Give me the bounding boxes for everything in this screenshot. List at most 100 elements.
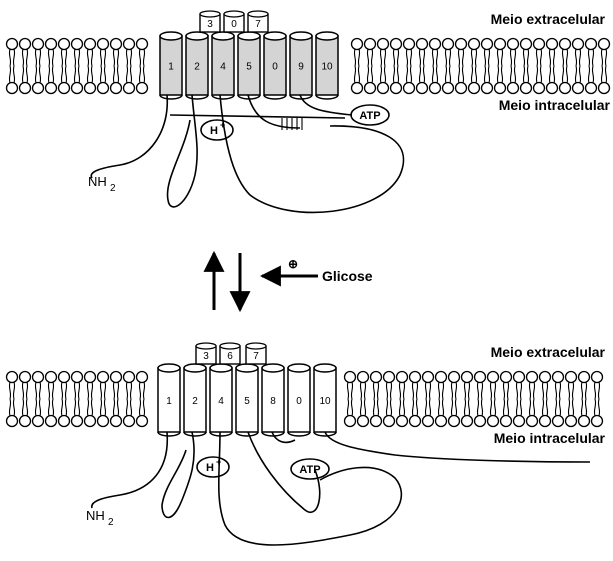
atp-label-top: ATP xyxy=(359,110,380,122)
membrane-bottom-lipid xyxy=(397,372,408,427)
membrane-top-lipid xyxy=(430,39,441,94)
membrane-top-lipid xyxy=(378,39,389,94)
membrane-bottom-lipid xyxy=(384,372,395,427)
membrane-bottom-lipid xyxy=(566,372,577,427)
membrane-bottom-lipid xyxy=(514,372,525,427)
intracellular-label-top: Meio intracelular xyxy=(499,97,611,113)
membrane-top-lipid xyxy=(456,39,467,94)
membrane-bottom-lipid xyxy=(579,372,590,427)
membrane-top-lipid xyxy=(72,39,83,94)
membrane-bottom-lipid xyxy=(7,372,18,427)
h-label-top: H xyxy=(210,125,218,137)
membrane-top-lipid xyxy=(586,39,597,94)
helix-top-number: 4 xyxy=(220,62,226,73)
helices-top: 1 2 4 5 0 9 10 xyxy=(160,32,338,99)
membrane-top-lipid xyxy=(33,39,44,94)
loop-bottom-number: 7 xyxy=(253,351,259,362)
membrane-bottom-lipid xyxy=(423,372,434,427)
helices-bottom: 1 2 4 5 8 0 10 xyxy=(158,364,336,436)
membrane-bottom-lipid xyxy=(462,372,473,427)
membrane-top-lipid xyxy=(365,39,376,94)
membrane-bottom-lipid xyxy=(345,372,356,427)
membrane-bottom-lipid xyxy=(46,372,57,427)
helix-top-4: 5 xyxy=(238,32,260,99)
atp-label-bottom: ATP xyxy=(299,464,320,476)
nh2-sub-bottom: 2 xyxy=(108,517,114,528)
membrane-bottom-lipid xyxy=(475,372,486,427)
membrane-top-lipid xyxy=(85,39,96,94)
membrane-top-lipid xyxy=(599,39,610,94)
membrane-top-lipid xyxy=(7,39,18,94)
helix-top-5: 0 xyxy=(264,32,286,99)
helix-bottom-3: 4 xyxy=(210,364,232,436)
helix-top-3: 4 xyxy=(212,32,234,99)
membrane-bottom-lipid xyxy=(98,372,109,427)
loop-bottom-number: 6 xyxy=(227,351,233,362)
membrane-bottom-lipid xyxy=(111,372,122,427)
membrane-top-lipid xyxy=(404,39,415,94)
helix-bottom-2: 2 xyxy=(184,364,206,436)
helix-bottom-1: 1 xyxy=(158,364,180,436)
membrane-bottom-lipid xyxy=(72,372,83,427)
loop-top-3: 7 xyxy=(248,11,268,32)
membrane-bottom-lipid xyxy=(137,372,148,427)
loop-top-number: 7 xyxy=(255,19,261,30)
helix-bottom-number: 5 xyxy=(244,396,250,407)
membrane-bottom-lipid xyxy=(124,372,135,427)
membrane-bottom-lipid xyxy=(20,372,31,427)
membrane-top-lipid xyxy=(417,39,428,94)
membrane-top-lipid xyxy=(111,39,122,94)
membrane-bottom-lipid xyxy=(488,372,499,427)
helix-top-number: 1 xyxy=(168,62,174,73)
membrane-top-lipid xyxy=(547,39,558,94)
membrane-top-lipid xyxy=(573,39,584,94)
membrane-top-lipid xyxy=(469,39,480,94)
loop-top-2: 0 xyxy=(224,11,244,32)
helix-top-2: 2 xyxy=(186,32,208,99)
membrane-top-lipid xyxy=(124,39,135,94)
membrane-top-lipid xyxy=(391,39,402,94)
membrane-top-lipid xyxy=(352,39,363,94)
membrane-bottom-lipid xyxy=(527,372,538,427)
glucose-label: Glicose xyxy=(322,268,373,284)
nh2-label-top: NH xyxy=(88,174,107,189)
helix-bottom-number: 0 xyxy=(296,396,302,407)
membrane-top-lipid xyxy=(560,39,571,94)
loop-2-top xyxy=(167,95,197,207)
membrane-bottom-lipid xyxy=(33,372,44,427)
helix-bottom-7: 10 xyxy=(314,364,336,436)
h-label-bottom: H xyxy=(206,462,214,474)
membrane-bottom-lipid xyxy=(358,372,369,427)
membrane-bottom-lipid xyxy=(436,372,447,427)
extracellular-label-bottom: Meio extracelular xyxy=(491,344,606,360)
nh2-label-bottom: NH xyxy=(86,508,105,523)
helix-bottom-number: 8 xyxy=(270,396,276,407)
membrane-top-lipid xyxy=(98,39,109,94)
membrane-top-lipid xyxy=(46,39,57,94)
helix-top-number: 9 xyxy=(298,62,304,73)
helix-bottom-6: 0 xyxy=(288,364,310,436)
membrane-bottom-lipid xyxy=(59,372,70,427)
loop-top-number: 0 xyxy=(231,19,237,30)
membrane-top-lipid xyxy=(443,39,454,94)
n-terminus-chain-bottom xyxy=(92,432,168,508)
helix-top-number: 10 xyxy=(321,62,333,73)
helix-bottom-5: 8 xyxy=(262,364,284,436)
intracellular-label-bottom: Meio intracelular xyxy=(494,430,606,446)
helix-top-number: 2 xyxy=(194,62,200,73)
membrane-top-lipid xyxy=(534,39,545,94)
helix-bottom-number: 1 xyxy=(166,396,172,407)
nh2-sub-top: 2 xyxy=(110,183,116,194)
membrane-top-lipid xyxy=(20,39,31,94)
protein-chain-bottom xyxy=(92,432,590,545)
extracellular-label-top: Meio extracelular xyxy=(491,11,606,27)
membrane-top-lipid xyxy=(137,39,148,94)
membrane-bottom-lipid xyxy=(501,372,512,427)
helix-top-number: 5 xyxy=(246,62,252,73)
membrane-top-lipid xyxy=(508,39,519,94)
helix-bottom-number: 2 xyxy=(192,396,198,407)
loop-top-number: 3 xyxy=(207,19,213,30)
inner-strand-top xyxy=(170,115,345,118)
membrane-bottom-lipid xyxy=(371,372,382,427)
